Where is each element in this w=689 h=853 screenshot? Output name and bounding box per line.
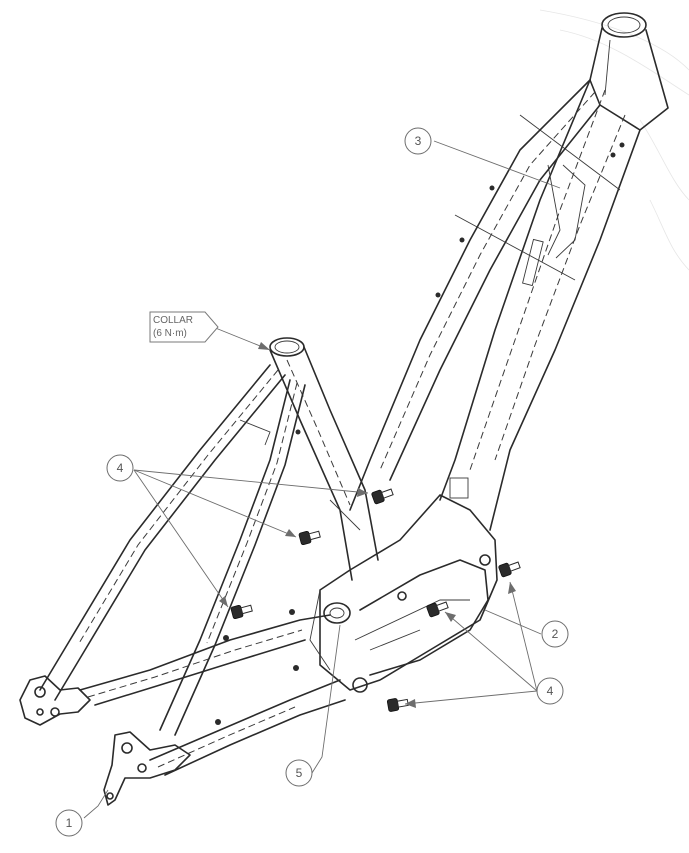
callout-4-right-label: 4 xyxy=(547,684,554,698)
arrow-heads xyxy=(219,342,516,708)
callout-3: 3 xyxy=(404,127,432,155)
callout-1-label: 1 xyxy=(66,816,73,830)
callout-4-left-label: 4 xyxy=(117,461,124,475)
bolt-2 xyxy=(298,530,321,546)
callout-3-label: 3 xyxy=(415,134,422,148)
motor-mount xyxy=(309,494,498,693)
callout-5: 5 xyxy=(285,759,313,787)
leader-lines xyxy=(83,140,561,819)
seat-stays xyxy=(39,364,306,736)
dropout-right-hanger xyxy=(103,731,191,806)
dropout-left xyxy=(19,675,91,726)
callout-1: 1 xyxy=(55,809,83,837)
callout-2-label: 2 xyxy=(552,627,559,641)
bolt-6 xyxy=(386,698,409,712)
callout-2: 2 xyxy=(541,620,569,648)
callout-4-right: 4 xyxy=(536,677,564,705)
collar-label-line1: COLLAR xyxy=(153,315,193,326)
collar-label-line2: (6 N·m) xyxy=(153,328,187,339)
bolt-3 xyxy=(230,604,253,620)
down-tube xyxy=(435,79,641,531)
bolt-5 xyxy=(426,601,449,618)
head-tube xyxy=(589,12,669,131)
top-tube xyxy=(349,79,601,511)
callout-4-left: 4 xyxy=(106,454,134,482)
bolt-4 xyxy=(498,561,521,578)
callout-5-label: 5 xyxy=(296,766,303,780)
chain-stays xyxy=(79,609,346,776)
bolt-1 xyxy=(371,488,394,505)
collar-torque-label: COLLAR (6 N·m) xyxy=(149,311,219,343)
